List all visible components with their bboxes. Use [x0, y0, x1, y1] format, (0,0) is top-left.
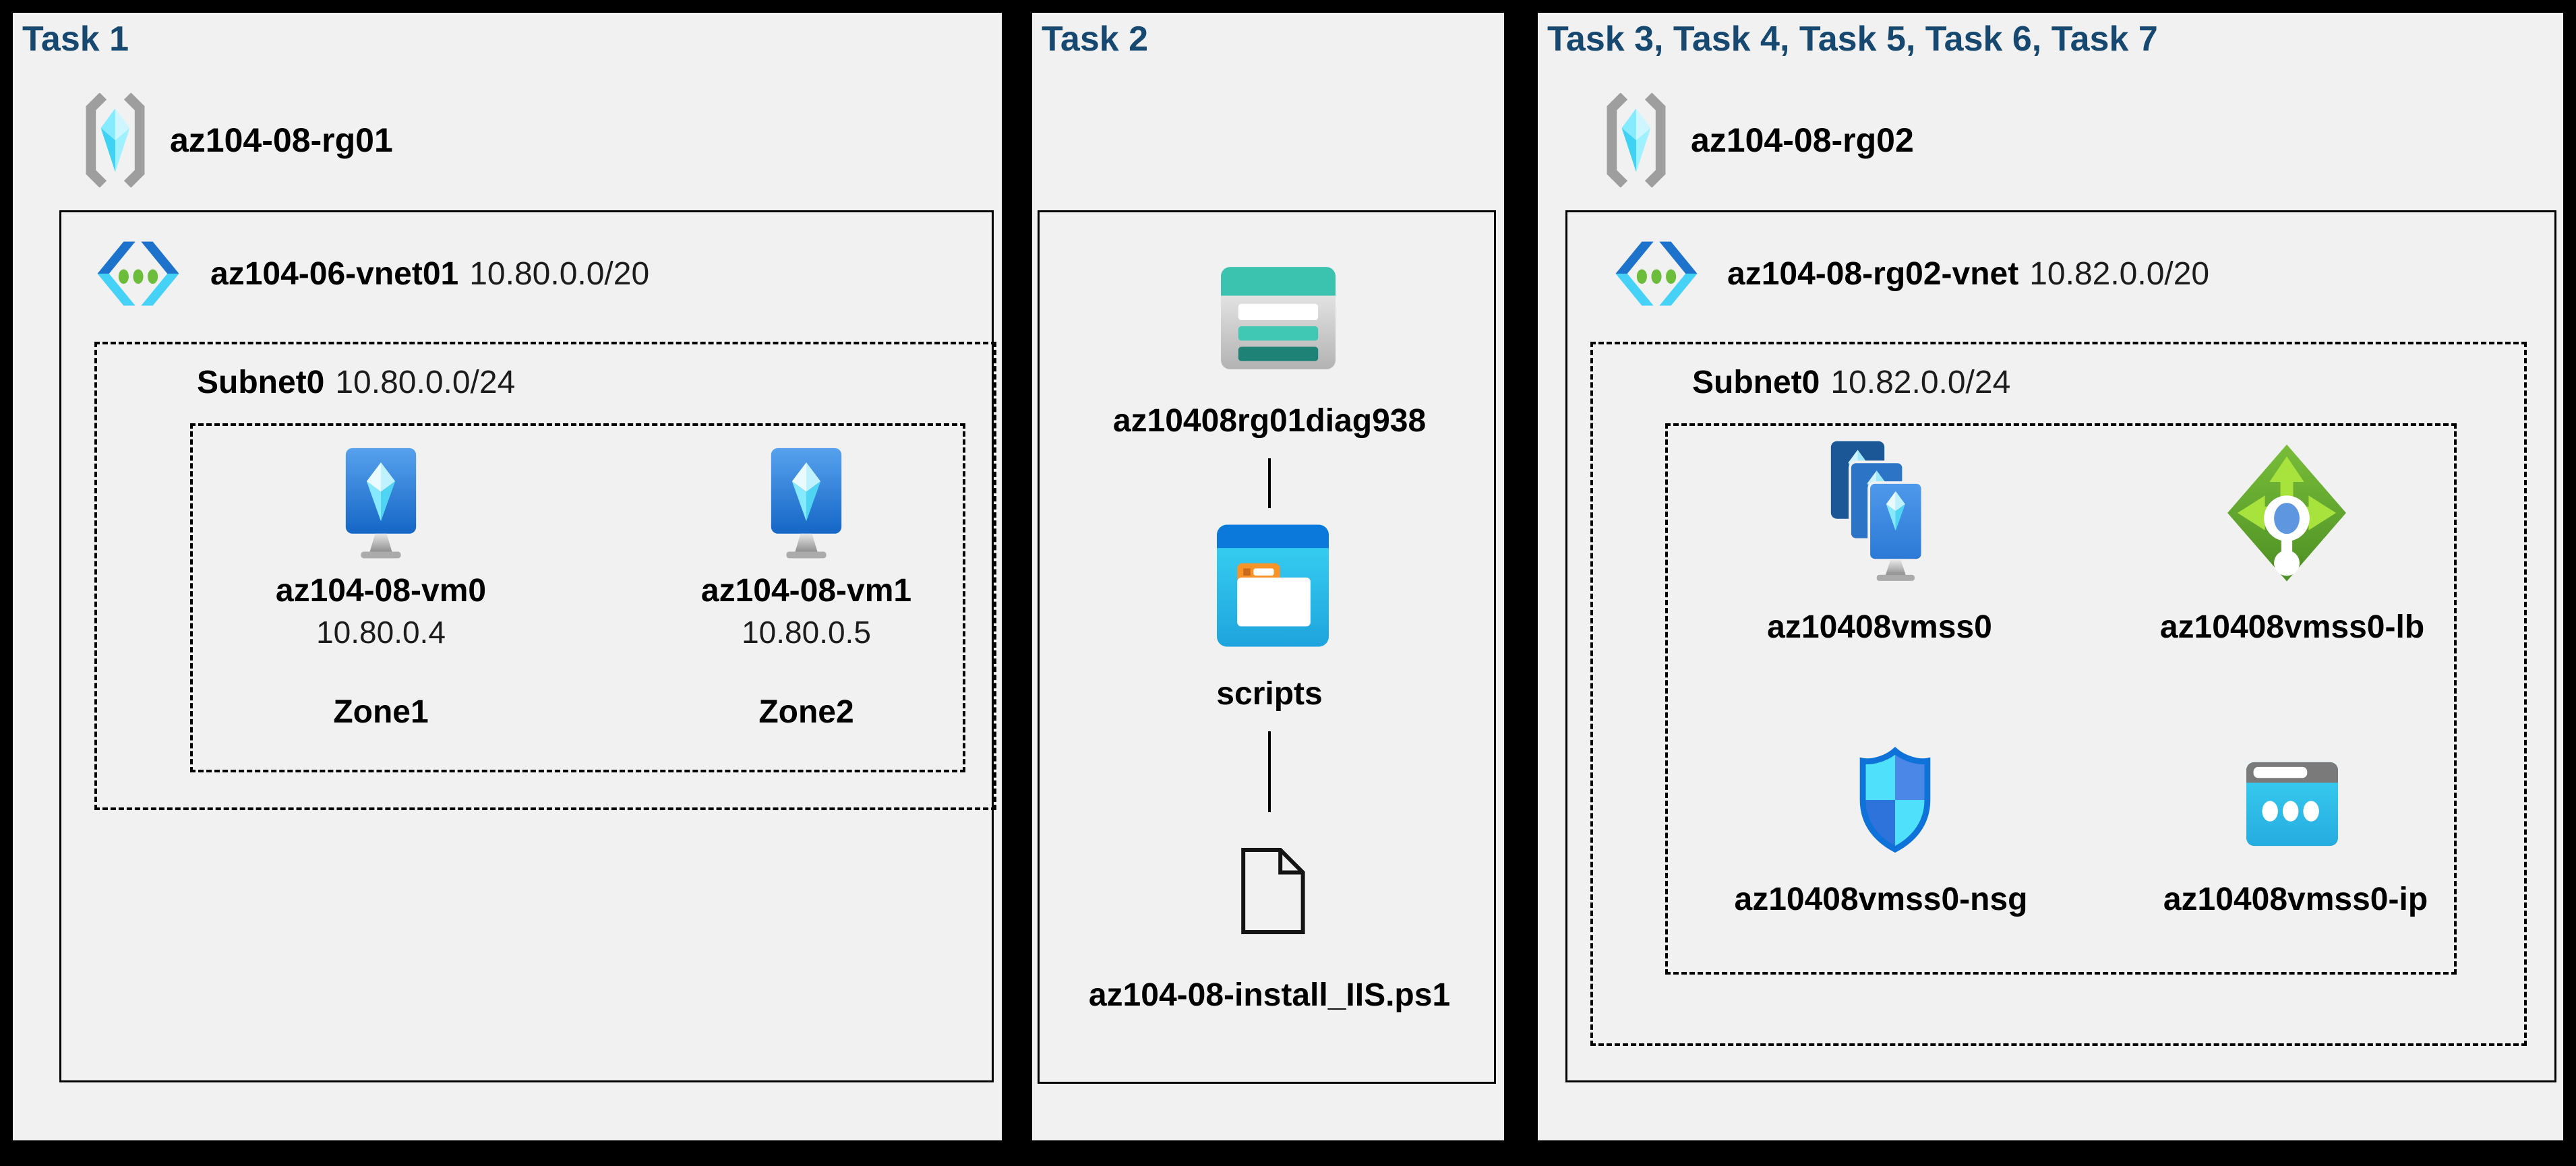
resource-group-name: az104-08-rg02 — [1691, 121, 1914, 159]
vnet-label: az104-06-vnet01 10.80.0.0/20 — [210, 257, 649, 291]
subnet-cidr: 10.80.0.0/24 — [335, 365, 516, 400]
task1-panel: Task 1 az104-08-rg01 — [13, 13, 1002, 1140]
subnet-cidr: 10.82.0.0/24 — [1830, 365, 2011, 400]
subnet-label: Subnet0 10.82.0.0/24 — [1692, 365, 2011, 400]
vm-group-dashed-box — [190, 423, 965, 772]
resource-group-name: az104-08-rg01 — [170, 121, 393, 159]
subnet-label: Subnet0 10.80.0.0/24 — [197, 365, 516, 400]
subnet-dashed-box — [1590, 342, 2527, 1046]
resource-group-box — [59, 210, 994, 1082]
vnet-name: az104-08-rg02-vnet — [1727, 256, 2019, 292]
connector-line — [1268, 458, 1271, 508]
storage-box — [1038, 210, 1496, 1084]
vm-zone: Zone2 — [758, 694, 854, 730]
container-name: scripts — [1216, 676, 1323, 712]
connector-line — [1268, 731, 1271, 812]
vnet-label: az104-08-rg02-vnet 10.82.0.0/20 — [1727, 257, 2209, 291]
script-file-icon — [1234, 828, 1309, 954]
virtual-machine-icon — [330, 446, 431, 562]
virtual-network-icon — [1611, 236, 1702, 311]
tasks3-7-panel: Task 3, Task 4, Task 5, Task 6, Task 7 a… — [1538, 13, 2563, 1140]
vm-name: az104-08-vm1 — [700, 573, 912, 609]
subnet-dashed-box — [94, 342, 996, 810]
vmss-group-dashed-box — [1665, 423, 2457, 975]
vmss-name: az10408vmss0 — [1767, 609, 1992, 645]
load-balancer-name: az10408vmss0-lb — [2159, 609, 2425, 645]
resource-group-icon — [76, 93, 155, 187]
vnet-cidr: 10.82.0.0/20 — [2029, 256, 2210, 292]
vnet-name: az104-06-vnet01 — [210, 256, 459, 292]
storage-account-icon — [1221, 267, 1336, 369]
task1-heading: Task 1 — [22, 20, 129, 59]
vm-ip: 10.80.0.5 — [742, 615, 871, 650]
network-security-group-icon — [1853, 740, 1938, 860]
resource-group-icon — [1596, 93, 1676, 187]
public-ip-icon — [2246, 756, 2338, 852]
vnet-cidr: 10.80.0.0/20 — [469, 256, 650, 292]
task2-panel: Task 2 az10408rg01diag938 scrip — [1032, 13, 1504, 1140]
tasks3-7-heading: Task 3, Task 4, Task 5, Task 6, Task 7 — [1547, 20, 2158, 59]
task2-heading: Task 2 — [1042, 20, 1149, 59]
vm-zone: Zone1 — [333, 694, 429, 730]
public-ip-name: az10408vmss0-ip — [2163, 882, 2428, 917]
subnet-name: Subnet0 — [1692, 365, 1820, 400]
storage-account-name: az10408rg01diag938 — [1112, 403, 1427, 439]
nsg-name: az10408vmss0-nsg — [1734, 882, 2028, 917]
resource-group-box — [1565, 210, 2556, 1082]
vm-scale-set-icon — [1807, 439, 1952, 584]
subnet-name: Subnet0 — [197, 365, 325, 400]
vm-ip: 10.80.0.4 — [316, 615, 446, 650]
load-balancer-icon — [2225, 435, 2349, 591]
virtual-machine-icon — [756, 446, 857, 562]
vm-name: az104-08-vm0 — [275, 573, 487, 609]
script-file-name: az104-08-install_IIS.ps1 — [1088, 977, 1451, 1013]
virtual-network-icon — [93, 236, 183, 311]
blob-container-icon — [1217, 524, 1329, 647]
